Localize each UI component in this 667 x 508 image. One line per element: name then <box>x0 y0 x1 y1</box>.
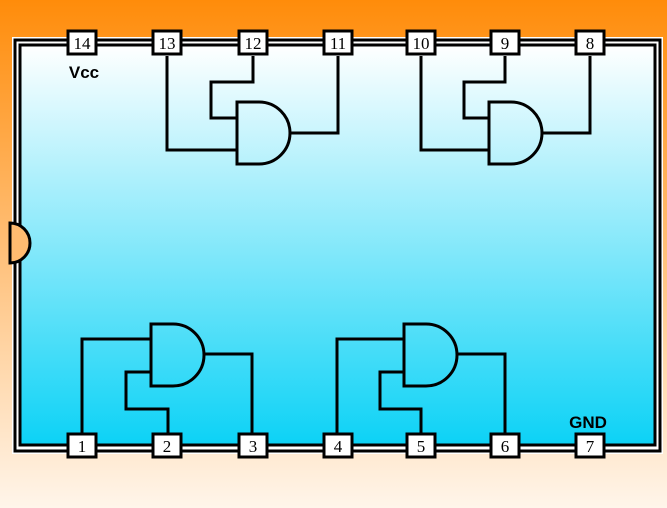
pin-2: 2 <box>151 432 183 459</box>
pin-number: 14 <box>74 34 92 53</box>
and-gate-top-right <box>419 56 592 166</box>
pin-box <box>574 432 606 459</box>
pin-number: 11 <box>330 34 346 53</box>
top-pin-row: 14 13 12 11 10 9 8 <box>66 29 606 56</box>
pin-number: 5 <box>417 437 426 456</box>
bottom-pin-row: 1 2 3 4 5 6 7 <box>66 432 606 459</box>
pin-number: 13 <box>159 34 176 53</box>
pin-box <box>151 29 183 56</box>
pin-number: 7 <box>586 437 595 456</box>
pin-box <box>322 29 354 56</box>
pin-10: 10 <box>405 29 437 56</box>
pin-number: 8 <box>586 34 595 53</box>
pin-8: 8 <box>574 29 606 56</box>
pin-number: 2 <box>163 437 172 456</box>
pin-box <box>66 432 98 459</box>
pin-box <box>489 432 521 459</box>
pin-box <box>322 432 354 459</box>
pin-7: 7 <box>574 432 606 459</box>
orientation-notch <box>8 221 32 265</box>
pin-3: 3 <box>237 432 269 459</box>
pin-box <box>237 432 269 459</box>
pin-6: 6 <box>489 432 521 459</box>
pin-number: 3 <box>249 437 258 456</box>
pin-1: 1 <box>66 432 98 459</box>
pin-11: 11 <box>322 29 354 56</box>
pin-box <box>489 29 521 56</box>
pin-4: 4 <box>322 432 354 459</box>
pin-9: 9 <box>489 29 521 56</box>
pin-number: 9 <box>501 34 510 53</box>
pin-number: 1 <box>78 437 87 456</box>
pin-box <box>151 432 183 459</box>
pin-box <box>574 29 606 56</box>
pin-number: 4 <box>334 437 343 456</box>
pin-box <box>405 432 437 459</box>
pin-box <box>66 29 98 56</box>
and-gate-bottom-left <box>80 322 254 433</box>
gnd-label: GND <box>569 413 607 432</box>
pin-box <box>237 29 269 56</box>
pin-number: 10 <box>413 34 430 53</box>
and-gate-bottom-right <box>335 322 507 433</box>
vcc-label: Vcc <box>69 63 99 82</box>
pin-number: 12 <box>245 34 262 53</box>
pin-12: 12 <box>237 29 269 56</box>
and-gate-top-left <box>165 56 340 166</box>
pin-box <box>405 29 437 56</box>
pin-5: 5 <box>405 432 437 459</box>
pin-14: 14 <box>66 29 98 56</box>
pin-number: 6 <box>501 437 510 456</box>
pin-13: 13 <box>151 29 183 56</box>
